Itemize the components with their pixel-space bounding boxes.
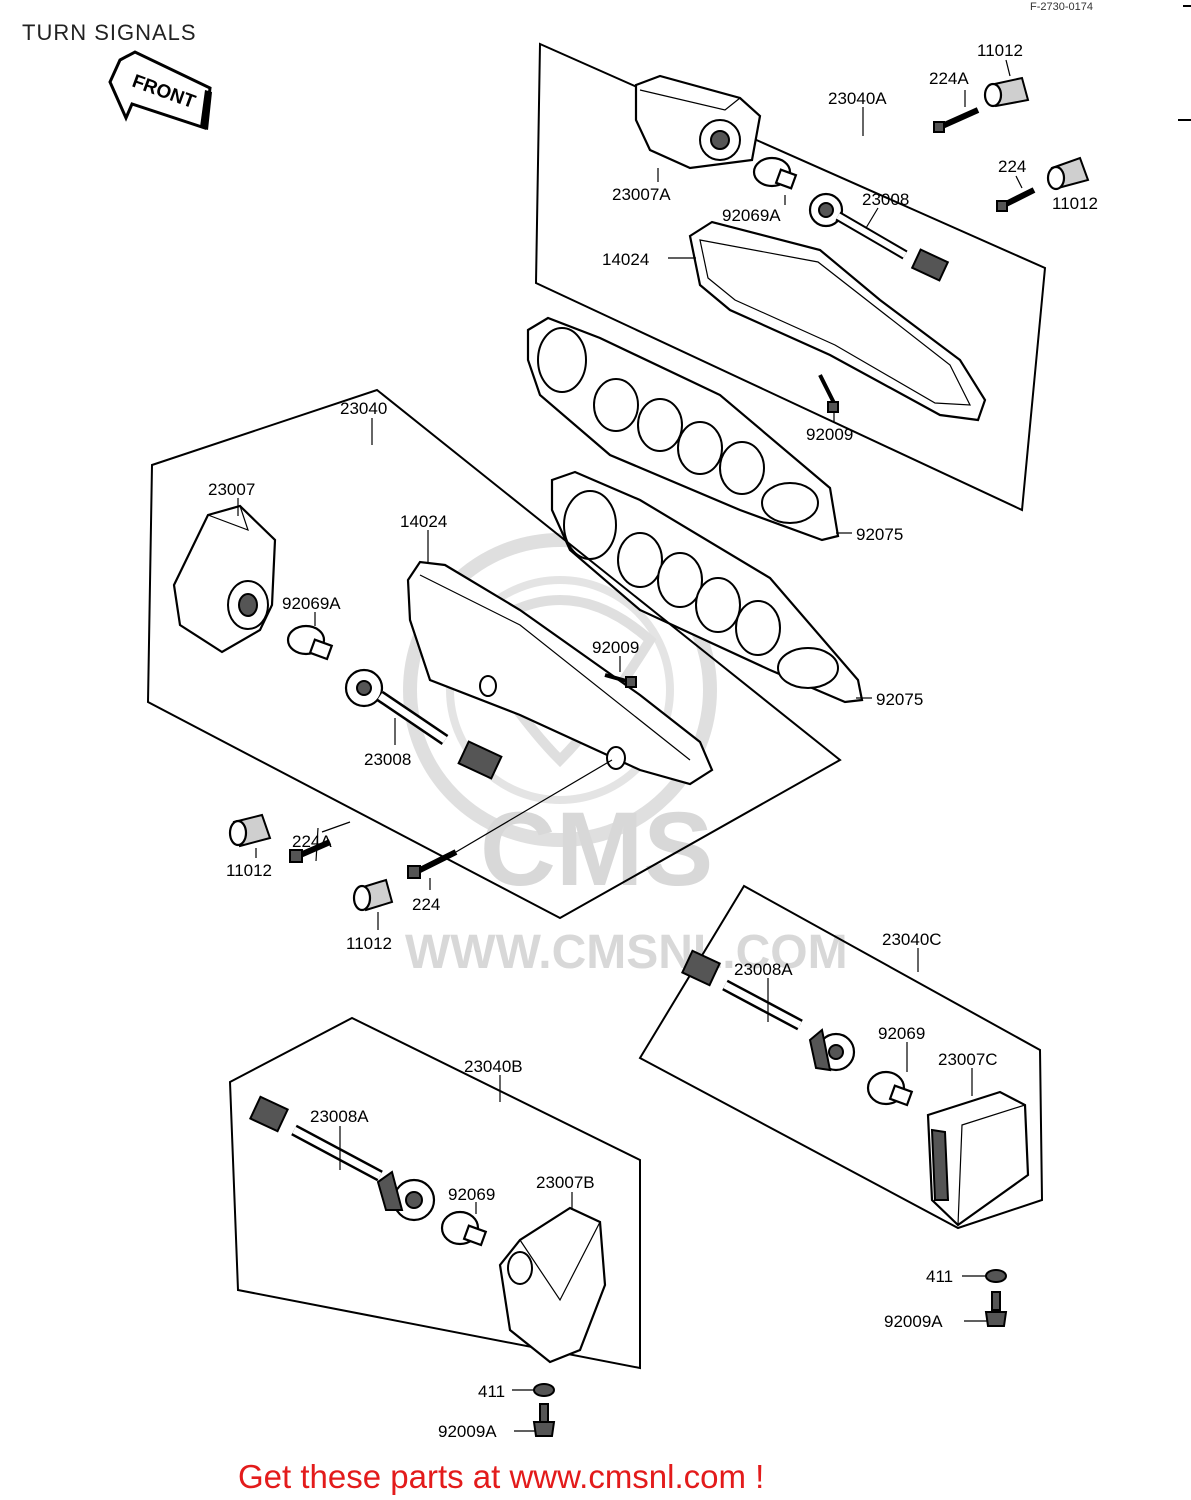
screw-224-mid [407,849,458,879]
label-411-left: 411 [478,1382,505,1401]
housing-23007C [926,1090,1030,1227]
label-23008-mid: 23008 [364,750,411,769]
assembly-23040B [228,1016,641,1437]
grommet-11012-a [983,76,1030,108]
gasket-92075-mid [550,470,864,704]
label-23040A: 23040A [828,89,887,108]
page-title: TURN SIGNALS [22,20,197,45]
bulb-92069A-mid [286,624,334,661]
bulb-92069-right [866,1070,914,1107]
part-labels: 23040A 11012 224A 224 11012 23007A 92069… [208,41,1098,1441]
socket-23008A-left [249,1095,436,1222]
label-224-mid: 224 [412,895,440,914]
screw-224A [933,107,980,133]
label-11012-b: 11012 [1052,194,1098,213]
assembly-frame-23040A [534,42,1047,512]
label-92069-right: 92069 [878,1024,925,1043]
label-224A: 224A [929,69,969,88]
grommet-11012-mid-b [352,878,394,912]
watermark-brand: CMS [480,791,713,908]
label-11012-mid-b: 11012 [346,934,392,953]
screw-92009-mid [604,673,637,688]
bolt-92009A-right [984,1291,1008,1327]
grommet-11012-b [1046,156,1090,191]
label-92075-top: 92075 [856,525,903,544]
label-14024-mid: 14024 [400,512,447,531]
assembly-frame-23040B [228,1016,641,1370]
socket-23008A-right [681,949,856,1072]
lens-14024-top [688,220,987,422]
grommet-11012-mid-a [228,813,272,848]
socket-23008 [808,192,950,282]
label-14024-top: 14024 [602,250,649,269]
label-23008A-right: 23008A [734,960,793,979]
label-23008-top: 23008 [862,190,909,209]
cms-watermark: CMS WWW.CMSNL.COM [403,533,848,979]
label-224: 224 [998,157,1026,176]
label-92069-left: 92069 [448,1185,495,1204]
lens-14024-mid [406,560,714,786]
label-92009-top: 92009 [806,425,853,444]
bulb-92069-left [440,1210,488,1247]
footer-link[interactable]: Get these parts at www.cmsnl.com ! [238,1458,764,1495]
label-23007B: 23007B [536,1173,595,1192]
screw-92009-top [818,374,839,413]
label-92009A-right: 92009A [884,1312,943,1331]
washer-411-right [985,1269,1007,1283]
label-92069A-mid: 92069A [282,594,341,613]
label-92009-mid: 92009 [592,638,639,657]
socket-23008-mid [344,668,503,780]
label-92075-mid: 92075 [876,690,923,709]
watermark-url: WWW.CMSNL.COM [405,926,848,979]
label-23040C: 23040C [882,930,942,949]
screw-224 [996,187,1036,212]
housing-23007A [634,74,762,170]
label-23040: 23040 [340,399,387,418]
assembly-23040C [638,884,1044,1327]
screw-224A-mid [289,839,332,863]
front-arrow-icon: FRONT [108,50,212,130]
assembly-23040A [534,42,1090,512]
gasket-92075-top [526,316,840,542]
label-23007C: 23007C [938,1050,998,1069]
figure-code: F-2730-0174 [1030,1,1093,13]
label-23008A-left: 23008A [310,1107,369,1126]
assembly-frame-23040 [146,388,842,920]
label-23007A: 23007A [612,185,671,204]
assembly-23040 [146,388,842,930]
label-92069A-top: 92069A [722,206,781,225]
washer-411-left [533,1383,555,1397]
label-224A-mid: 224A [292,832,332,851]
label-92009A-left: 92009A [438,1422,497,1441]
label-23007: 23007 [208,480,255,499]
bolt-92009A-left [532,1403,556,1437]
label-411-right: 411 [926,1267,953,1286]
bulb-92069A [752,156,798,190]
assembly-frame-23040C [638,884,1044,1230]
housing-23007 [172,504,277,654]
label-11012-a: 11012 [977,41,1023,60]
housing-23007B [498,1206,607,1364]
label-11012-mid-a: 11012 [226,861,272,880]
label-23040B: 23040B [464,1057,523,1076]
